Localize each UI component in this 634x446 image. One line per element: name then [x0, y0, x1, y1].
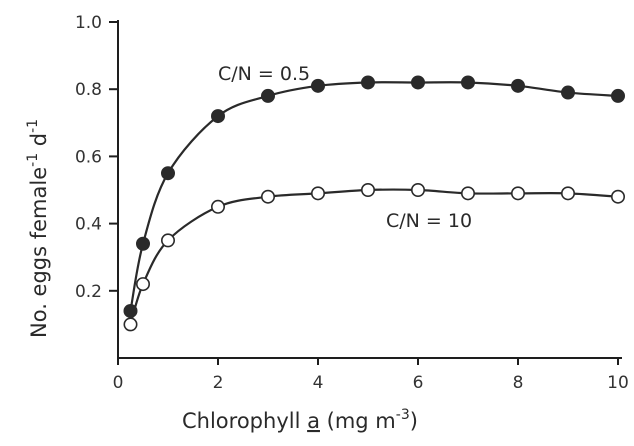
open-data-point: [123, 317, 138, 332]
y-axis-title-main: No. eggs female: [27, 167, 51, 338]
y-axis-title-mid: d: [27, 133, 51, 153]
axes: [117, 20, 622, 359]
y-tick-label: 0.6: [75, 147, 102, 167]
y-tick-label: 0.4: [75, 215, 102, 235]
series-curves: [129, 81, 619, 325]
x-tick-label: 8: [513, 373, 524, 393]
x-axis-title-main: Chlorophyll: [182, 409, 307, 433]
open-data-point: [211, 199, 226, 214]
open-data-point: [460, 186, 475, 201]
y-tick-label: 0.8: [75, 80, 102, 100]
open-data-point: [161, 233, 176, 248]
x-tick-label: 4: [313, 373, 324, 393]
filled-data-point: [310, 78, 325, 93]
annotation-cn-0-5: C/N = 0.5: [218, 63, 310, 85]
series-line-1: [129, 188, 619, 325]
series-line-0: [129, 81, 619, 312]
x-axis-title-close: ): [410, 409, 418, 433]
ticks: 0 2 4 6 8 10 0.2 0.4 0.6 0.8 1.0: [75, 13, 629, 393]
y-axis-title-exp1: -1: [25, 153, 41, 167]
y-axis-title-exp2: -1: [25, 119, 41, 133]
x-axis-title: Chlorophyll a (mg m-3): [182, 407, 418, 433]
y-tick-label: 0.2: [75, 282, 102, 302]
filled-data-point: [460, 75, 475, 90]
open-data-point: [410, 183, 425, 198]
x-axis-title-exp: -3: [396, 407, 410, 423]
filled-data-point: [123, 303, 138, 318]
y-tick-label: 1.0: [75, 13, 102, 33]
open-data-point: [136, 277, 151, 292]
filled-data-point: [161, 166, 176, 181]
x-axis-title-underlined: a: [307, 409, 320, 433]
filled-data-point: [610, 88, 625, 103]
filled-data-point: [360, 75, 375, 90]
x-axis-title-unit: (mg m: [320, 409, 396, 433]
open-data-point: [260, 189, 275, 204]
filled-data-point: [136, 236, 151, 251]
open-data-point: [310, 186, 325, 201]
annotation-cn-10: C/N = 10: [386, 210, 472, 232]
open-data-point: [560, 186, 575, 201]
filled-data-point: [410, 75, 425, 90]
x-tick-label: 2: [213, 373, 224, 393]
data-points: [123, 75, 625, 332]
x-tick-label: 6: [413, 373, 424, 393]
filled-data-point: [560, 85, 575, 100]
open-data-point: [510, 186, 525, 201]
open-data-point: [360, 183, 375, 198]
filled-data-point: [510, 78, 525, 93]
x-tick-label: 0: [113, 373, 124, 393]
filled-data-point: [211, 109, 226, 124]
x-tick-label: 10: [607, 373, 629, 393]
filled-data-point: [260, 88, 275, 103]
open-data-point: [610, 189, 625, 204]
y-axis-title: No. eggs female-1 d-1: [25, 119, 51, 338]
